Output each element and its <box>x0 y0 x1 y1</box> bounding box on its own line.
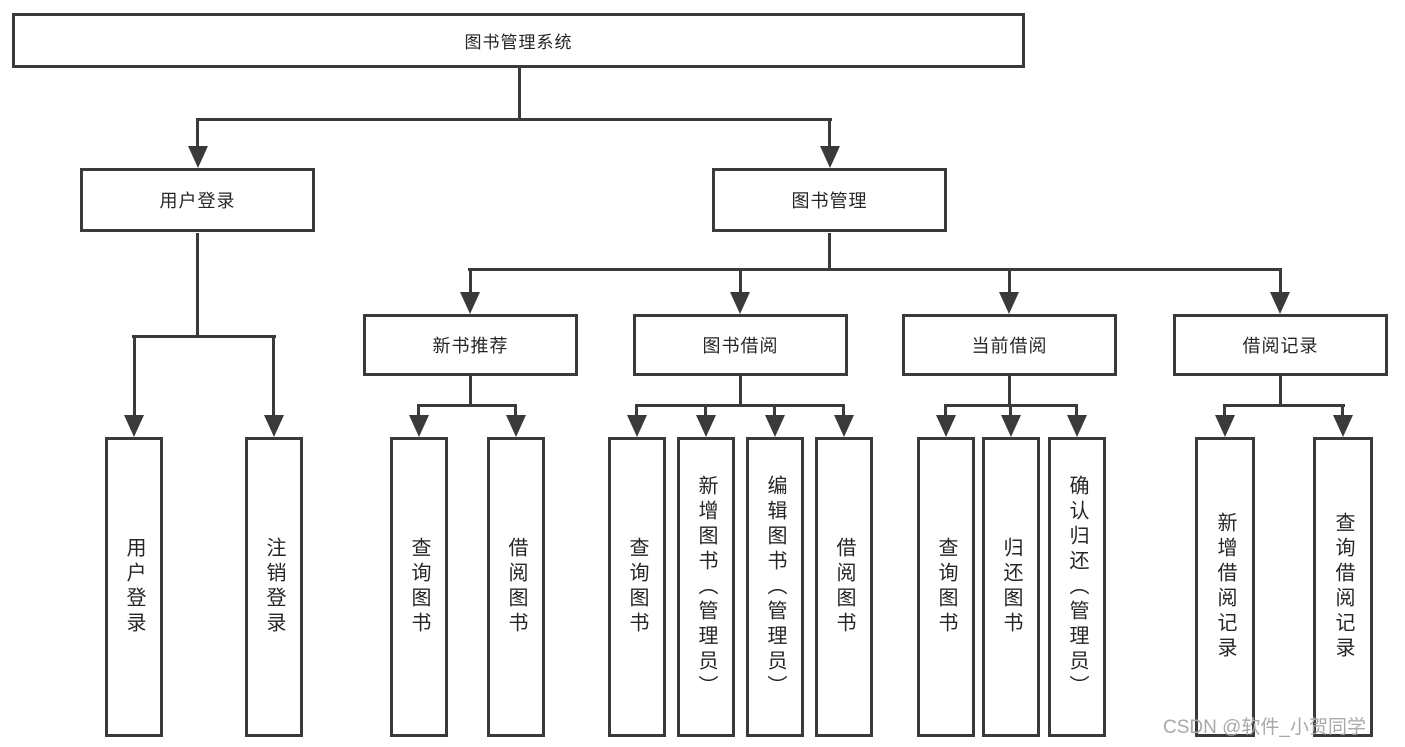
connector-stem-leaf <box>133 335 136 417</box>
arrow-down-icon <box>627 415 647 437</box>
connector-book-borrow-stem <box>739 376 742 407</box>
node-leaf-query-books-recommend-label: 查询图书 <box>408 537 430 637</box>
connector-stem-current-borrow <box>1008 268 1011 294</box>
node-leaf-add-borrow-record-label: 新增借阅记录 <box>1214 512 1236 662</box>
node-user-login-label: 用户登录 <box>159 191 236 211</box>
connector-stem-leaf <box>514 404 517 417</box>
connector-stem-book-borrow <box>739 268 742 294</box>
node-new-book-recommend-label: 新书推荐 <box>432 336 509 356</box>
connector-stem-new-book <box>469 268 472 294</box>
node-leaf-edit-book-admin-label: 编辑图书（管理员） <box>764 474 786 700</box>
node-book-borrowing: 图书借阅 <box>633 314 848 376</box>
arrow-down-icon <box>1067 415 1087 437</box>
node-leaf-query-books-borrowing: 查询图书 <box>608 437 666 737</box>
arrow-down-icon <box>460 292 480 314</box>
node-borrowing-records-label: 借阅记录 <box>1242 336 1319 356</box>
arrow-down-icon <box>765 415 785 437</box>
node-leaf-borrow-books-borrowing-label: 借阅图书 <box>833 537 855 637</box>
arrow-down-icon <box>506 415 526 437</box>
node-leaf-borrow-books-borrowing: 借阅图书 <box>815 437 873 737</box>
arrow-down-icon <box>730 292 750 314</box>
connector-stem-leaf <box>1223 404 1226 417</box>
node-leaf-add-book-admin-label: 新增图书（管理员） <box>695 474 717 700</box>
connector-stem-leaf <box>704 404 707 417</box>
connector-stem-leaf <box>1009 404 1012 417</box>
arrow-down-icon <box>188 146 208 168</box>
arrow-down-icon <box>1270 292 1290 314</box>
node-leaf-query-books-borrowing-label: 查询图书 <box>626 537 648 637</box>
node-new-book-recommend: 新书推荐 <box>363 314 578 376</box>
node-book-management: 图书管理 <box>712 168 947 232</box>
connector-stem-borrow-records <box>1279 268 1282 294</box>
connector-stem-leaf <box>773 404 776 417</box>
arrow-down-icon <box>124 415 144 437</box>
arrow-down-icon <box>696 415 716 437</box>
node-leaf-user-login-label: 用户登录 <box>123 537 145 637</box>
node-leaf-query-borrow-record-label: 查询借阅记录 <box>1332 512 1354 662</box>
node-current-borrowing-label: 当前借阅 <box>971 336 1048 356</box>
node-book-borrowing-label: 图书借阅 <box>702 336 779 356</box>
connector-stem-leaf <box>635 404 638 417</box>
connector-borrow-records-stem <box>1279 376 1282 407</box>
node-borrowing-records: 借阅记录 <box>1173 314 1388 376</box>
arrow-down-icon <box>999 292 1019 314</box>
connector-level2-bar <box>196 118 832 121</box>
node-leaf-return-books-label: 归还图书 <box>1000 537 1022 637</box>
connector-level3-bar <box>468 268 1282 271</box>
node-book-management-label: 图书管理 <box>791 191 868 211</box>
watermark-text: CSDN @软件_小贺同学 <box>1163 717 1366 738</box>
arrow-down-icon <box>1333 415 1353 437</box>
connector-stem-leaf <box>1075 404 1078 417</box>
node-leaf-borrow-books-recommend: 借阅图书 <box>487 437 545 737</box>
node-leaf-borrow-books-recommend-label: 借阅图书 <box>505 537 527 637</box>
node-root-label: 图书管理系统 <box>464 33 573 52</box>
connector-stem-leaf <box>1341 404 1344 417</box>
node-leaf-logout-label: 注销登录 <box>263 537 285 637</box>
node-leaf-add-borrow-record: 新增借阅记录 <box>1195 437 1255 737</box>
node-leaf-confirm-return-admin: 确认归还（管理员） <box>1048 437 1106 737</box>
arrow-down-icon <box>936 415 956 437</box>
connector-book-management-stem <box>828 233 831 270</box>
node-leaf-edit-book-admin: 编辑图书（管理员） <box>746 437 804 737</box>
connector-new-book-stem <box>469 376 472 407</box>
arrow-down-icon <box>264 415 284 437</box>
arrow-down-icon <box>1001 415 1021 437</box>
connector-root-stem <box>518 68 521 120</box>
node-leaf-user-login: 用户登录 <box>105 437 163 737</box>
node-leaf-return-books: 归还图书 <box>982 437 1040 737</box>
connector-borrow-records-bar <box>1224 404 1345 407</box>
node-leaf-query-borrow-record: 查询借阅记录 <box>1313 437 1373 737</box>
node-root-library-management-system: 图书管理系统 <box>12 13 1025 68</box>
connector-user-login-bar <box>132 335 276 338</box>
connector-stem-leaf <box>842 404 845 417</box>
connector-new-book-bar <box>418 404 517 407</box>
node-leaf-query-books-current-label: 查询图书 <box>935 537 957 637</box>
node-leaf-logout: 注销登录 <box>245 437 303 737</box>
connector-stem-leaf <box>272 335 275 417</box>
connector-stem-book-management <box>828 118 831 150</box>
connector-user-login-stem <box>196 233 199 336</box>
node-user-login: 用户登录 <box>80 168 315 232</box>
arrow-down-icon <box>1215 415 1235 437</box>
arrow-down-icon <box>834 415 854 437</box>
arrow-down-icon <box>820 146 840 168</box>
connector-stem-leaf <box>417 404 420 417</box>
node-leaf-add-book-admin: 新增图书（管理员） <box>677 437 735 737</box>
connector-stem-user-login <box>196 118 199 150</box>
node-leaf-confirm-return-admin-label: 确认归还（管理员） <box>1066 474 1088 700</box>
node-leaf-query-books-recommend: 查询图书 <box>390 437 448 737</box>
arrow-down-icon <box>409 415 429 437</box>
node-leaf-query-books-current: 查询图书 <box>917 437 975 737</box>
node-current-borrowing: 当前借阅 <box>902 314 1117 376</box>
connector-current-borrow-stem <box>1008 376 1011 407</box>
connector-stem-leaf <box>944 404 947 417</box>
connector-book-borrow-bar <box>636 404 845 407</box>
